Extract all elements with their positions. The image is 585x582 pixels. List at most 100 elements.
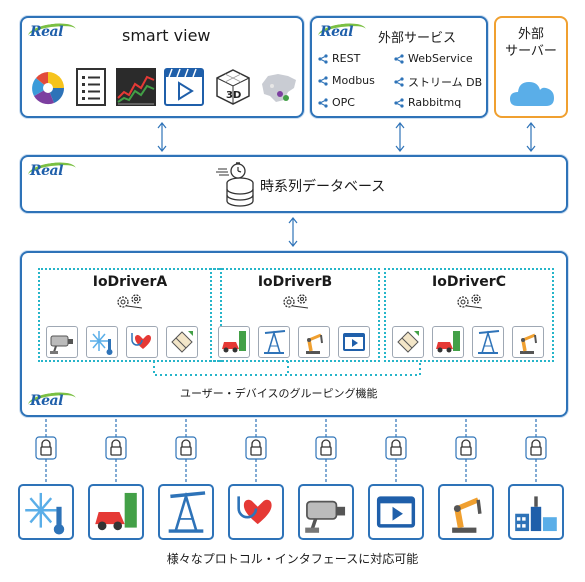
service-rabbitmq: Rabbitmq — [394, 96, 461, 109]
car-charging-icon — [222, 331, 246, 353]
oil-pump-tile — [258, 326, 290, 358]
lock-connector — [105, 419, 127, 483]
share-icon — [318, 97, 328, 108]
svg-text:3D: 3D — [226, 90, 241, 101]
timeseries-database-panel: Real 時系列データベース — [20, 155, 568, 213]
device-robot-arm — [438, 484, 494, 540]
external-services-title: 外部サービス — [378, 31, 457, 46]
lock-connector — [385, 419, 407, 483]
lock-connector — [525, 419, 547, 483]
thermometer-tile — [86, 326, 118, 358]
oil-pump-icon — [264, 330, 286, 354]
service-stream-db: ストリーム DB — [394, 74, 482, 90]
gears-icon — [117, 294, 143, 309]
3d-cube-icon: 3D — [216, 69, 250, 105]
service-label: Rabbitmq — [408, 96, 462, 109]
video-player-tile — [338, 326, 370, 358]
service-rest: REST — [318, 52, 360, 65]
io-driver-a: IoDriverA — [38, 268, 222, 362]
share-icon — [318, 53, 328, 64]
device-factory — [508, 484, 564, 540]
driver-name: IoDriverC — [432, 274, 506, 290]
io-drivers-panel: IoDriverA IoDriverB — [20, 251, 568, 417]
real-logo: Real — [30, 393, 63, 409]
robot-arm-icon — [452, 497, 482, 533]
device-security-camera — [298, 484, 354, 540]
lock-connector — [35, 419, 57, 483]
bidirectional-arrow — [157, 122, 167, 152]
stethoscope-tile — [126, 326, 158, 358]
service-label: Modbus — [332, 74, 375, 87]
external-services-panel: Real 外部サービス REST WebService Modbus ストリーム… — [310, 16, 488, 118]
external-server-panel: 外部 サーバー — [494, 16, 568, 118]
security-camera-tile — [46, 326, 78, 358]
title-line: サーバー — [505, 44, 557, 59]
report-list-icon — [76, 68, 106, 106]
car-charging-icon — [95, 492, 137, 531]
device-car-charging — [88, 484, 144, 540]
service-label: WebService — [408, 52, 473, 65]
robot-arm-icon — [520, 333, 537, 354]
lock-connector — [175, 419, 197, 483]
smart-view-panel: Real smart view — [20, 16, 304, 118]
oil-pump-icon — [168, 491, 206, 533]
real-logo: Real — [30, 163, 63, 179]
lock-connector — [455, 419, 477, 483]
database-icon — [216, 162, 254, 207]
bidirectional-arrow — [395, 122, 405, 152]
security-camera-icon — [50, 335, 73, 354]
service-label: ストリーム DB — [408, 76, 483, 89]
device-video-player — [368, 484, 424, 540]
stethoscope-heart-icon — [131, 333, 151, 349]
device-oil-pump — [158, 484, 214, 540]
oil-pump-icon — [478, 330, 500, 354]
factory-icon — [515, 496, 557, 532]
parcel-tile — [392, 326, 424, 358]
security-camera-icon — [305, 500, 346, 533]
share-icon — [394, 53, 404, 64]
service-opc: OPC — [318, 96, 355, 109]
service-modbus: Modbus — [318, 74, 375, 87]
parcel-tile — [166, 326, 198, 358]
parcel-icon — [171, 331, 193, 353]
stock-chart-icon — [116, 68, 156, 106]
parcel-icon — [397, 331, 419, 353]
database-title: 時系列データベース — [260, 179, 386, 195]
robot-arm-tile — [298, 326, 330, 358]
service-label: REST — [332, 52, 361, 65]
video-player-icon — [376, 496, 416, 528]
external-server-title: 外部 サーバー — [496, 26, 566, 60]
service-label: OPC — [332, 96, 355, 109]
lock-connector — [245, 419, 267, 483]
io-driver-b: IoDriverB — [210, 268, 380, 362]
lock-connector — [315, 419, 337, 483]
io-driver-c: IoDriverC — [384, 268, 554, 362]
cloud-icon — [510, 82, 554, 106]
stethoscope-heart-icon — [237, 496, 272, 525]
device-stethoscope — [228, 484, 284, 540]
device-thermometer — [18, 484, 74, 540]
map-icon — [262, 74, 296, 102]
grouping-connector — [153, 361, 421, 376]
car-charging-tile — [218, 326, 250, 358]
share-icon — [394, 97, 404, 108]
bidirectional-arrow — [288, 217, 298, 247]
oil-pump-tile — [472, 326, 504, 358]
thermometer-snow-icon — [90, 331, 113, 355]
thermometer-snow-icon — [25, 492, 65, 535]
service-webservice: WebService — [394, 52, 473, 65]
real-logo: Real — [30, 24, 63, 40]
pie-chart-icon — [32, 72, 65, 105]
share-icon — [394, 77, 404, 87]
smart-view-title: smart view — [122, 26, 211, 45]
driver-name: IoDriverA — [92, 274, 168, 290]
video-player-icon — [164, 68, 204, 106]
video-player-icon — [343, 333, 365, 351]
car-charging-tile — [432, 326, 464, 358]
footer-caption: 様々なプロトコル・インタフェースに対応可能 — [166, 552, 419, 566]
robot-arm-icon — [306, 333, 323, 354]
share-icon — [318, 75, 328, 86]
car-charging-icon — [436, 331, 460, 353]
gears-icon — [457, 294, 483, 309]
real-logo: Real — [320, 24, 353, 40]
